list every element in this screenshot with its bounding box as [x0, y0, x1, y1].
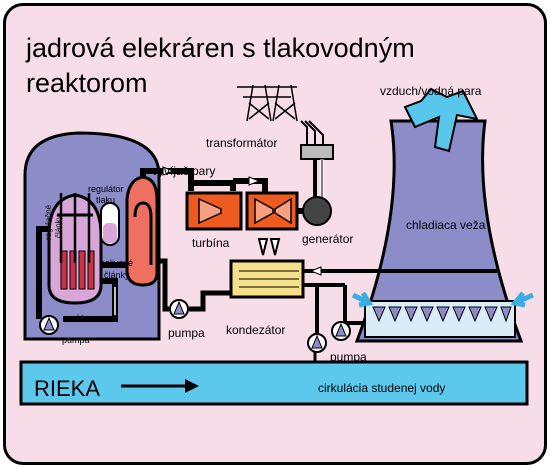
cooling-tower	[354, 119, 524, 343]
transformer	[300, 144, 334, 160]
pressure-regulator-label-2: tlaku	[96, 195, 116, 205]
control-rods-label-1: regulačné	[44, 204, 53, 240]
cooling-pump-icon-2	[331, 321, 351, 341]
reactor-pump-label: pumpa	[62, 335, 90, 345]
air-inlet-arrow-left	[351, 291, 373, 308]
pressure-regulator-label-1: regulátor	[88, 184, 124, 194]
pressure-regulator-water	[103, 223, 117, 243]
steam-arrow-1	[162, 166, 175, 176]
steam-generator-label: vyvíjač pary	[152, 164, 216, 178]
page-title-line-1: jadrová elekráren s tlakovodným	[26, 33, 415, 63]
river-label: RIEKA	[34, 376, 101, 401]
turbine-lp-blade-1	[254, 197, 274, 225]
cooling-flow-arrow	[309, 266, 322, 276]
page-title-line-2: reaktorom	[26, 68, 148, 98]
control-rods-label-2: články	[54, 215, 63, 238]
cooling-tower-label: chladiaca veža	[406, 218, 486, 232]
cooling-water-pipes	[303, 269, 497, 333]
condenser-tubes	[239, 270, 299, 288]
secondary-pump-icon	[169, 299, 189, 319]
air-inlet-arrow-right	[510, 291, 535, 308]
transmission-tower	[237, 84, 298, 122]
river-flow-arrowhead	[185, 379, 199, 393]
fuel-rods-label-1: palivové	[100, 258, 134, 268]
cooling-pump-label: pumpa	[330, 350, 367, 364]
power-plant-diagram	[19, 84, 535, 406]
control-rods	[57, 193, 93, 263]
fuel-rods-label-2: články	[104, 270, 130, 280]
steam-generator-tube	[133, 201, 153, 265]
turbine-label: turbína	[192, 236, 230, 250]
diagram-frame: jadrová elekráren s tlakovodným reaktoro…	[3, 3, 547, 465]
tower-fill-packing	[364, 300, 516, 338]
transformer-label: transformátor	[206, 136, 278, 150]
vapor-label: vzduch/vodná para	[380, 84, 482, 98]
tower-spray-triangles	[372, 306, 512, 323]
fuel-rods	[60, 250, 95, 290]
steam-cloud	[403, 87, 479, 153]
power-lines	[300, 120, 324, 147]
cooling-pump-icon-1	[307, 333, 327, 353]
reactor-pump-icon	[39, 315, 59, 335]
secondary-pump-label: pumpa	[168, 326, 205, 340]
generator	[302, 196, 332, 226]
feedwater-pipes	[157, 258, 231, 312]
steam-arrow-2	[248, 176, 261, 186]
generator-label: generátor	[302, 232, 354, 246]
exhaust-arrows	[257, 238, 281, 256]
reactor-label: reaktor	[64, 313, 93, 323]
river	[19, 360, 529, 406]
condenser-label: kondezátor	[226, 323, 286, 337]
turbine-hp-blade	[198, 197, 222, 225]
cold-water-circulation-label: cirkulácia studenej vody	[318, 381, 446, 395]
turbine-lp-blade-2	[274, 197, 292, 225]
